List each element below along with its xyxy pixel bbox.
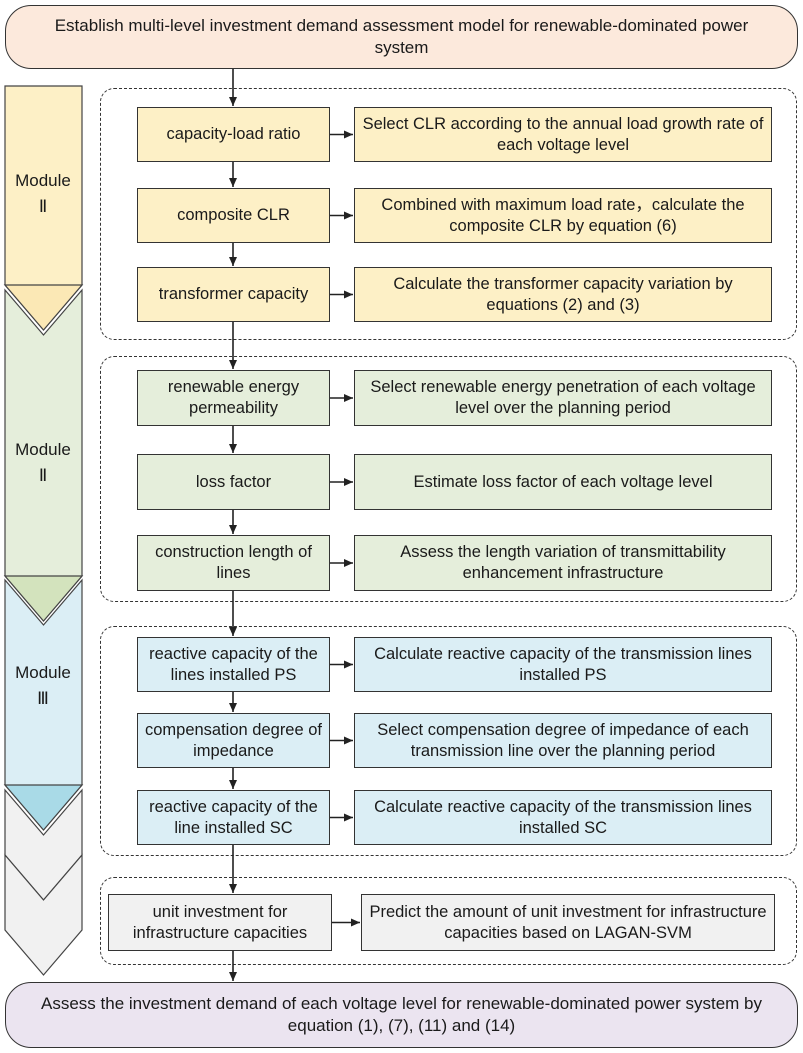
module-2-band <box>3 575 84 622</box>
step-reactive-capacity-ps: reactive capacity of the lines installed… <box>137 637 330 692</box>
module-1-label: Module Ⅱ <box>3 168 83 220</box>
step-label: reactive capacity of the line installed … <box>149 797 318 837</box>
action-length-variation: Assess the length variation of transmitt… <box>354 535 772 591</box>
step-renewable-energy-permeability: renewable energy permeability <box>137 370 330 426</box>
action-label: Combined with maximum load rate，calculat… <box>381 195 745 235</box>
action-transformer-capacity: Calculate the transformer capacity varia… <box>354 267 772 322</box>
action-predict-unit-investment: Predict the amount of unit investment fo… <box>361 894 775 951</box>
step-label: renewable energy permeability <box>167 378 300 417</box>
action-label: Calculate the transformer capacity varia… <box>393 274 733 314</box>
step-capacity-load-ratio: capacity-load ratio <box>137 107 330 162</box>
title-node: Establish multi-level investment demand … <box>5 5 798 69</box>
module-1-band <box>3 284 84 331</box>
action-renewable-penetration: Select renewable energy penetration of e… <box>354 370 772 426</box>
step-reactive-capacity-sc: reactive capacity of the line installed … <box>137 790 330 845</box>
action-label: Select renewable energy penetration of e… <box>370 378 756 417</box>
action-reactive-capacity-ps: Calculate reactive capacity of the trans… <box>354 637 772 692</box>
module-1-group <box>100 88 797 340</box>
module-4-group <box>100 877 797 965</box>
step-label: loss factor <box>195 472 272 491</box>
action-loss-factor: Estimate loss factor of each voltage lev… <box>354 454 772 510</box>
module-2-label-numeral: Ⅱ <box>38 466 48 485</box>
step-loss-factor: loss factor <box>137 454 330 510</box>
module-2-label-word: Module <box>15 440 71 459</box>
module-1-label-numeral: Ⅱ <box>38 197 48 216</box>
module-3-group <box>100 626 797 856</box>
module-2-label: Module Ⅱ <box>3 437 83 489</box>
module-4-tail-chevron <box>4 853 83 976</box>
conclusion-text: Assess the investment demand of each vol… <box>41 994 762 1035</box>
action-label: Predict the amount of unit investment fo… <box>369 902 767 942</box>
step-label: capacity-load ratio <box>166 125 301 143</box>
step-unit-investment: unit investment for infrastructure capac… <box>108 894 332 951</box>
module-2-group <box>100 356 797 602</box>
action-composite-clr: Combined with maximum load rate，calculat… <box>354 188 772 243</box>
step-label: construction length of lines <box>155 543 312 582</box>
action-label: Select CLR according to the annual load … <box>362 114 764 154</box>
step-composite-clr: composite CLR <box>137 188 330 243</box>
step-label: composite CLR <box>177 206 290 224</box>
module-1-label-word: Module <box>15 171 71 190</box>
action-label: Calculate reactive capacity of the trans… <box>374 644 752 684</box>
action-label: Assess the length variation of transmitt… <box>400 543 726 582</box>
step-label: unit investment for infrastructure capac… <box>132 902 308 942</box>
action-label: Estimate loss factor of each voltage lev… <box>413 472 713 491</box>
step-label: compensation degree of impedance <box>144 720 323 760</box>
action-label: Select compensation degree of impedance … <box>377 720 749 760</box>
step-construction-length: construction length of lines <box>137 535 330 591</box>
step-transformer-capacity: transformer capacity <box>137 267 330 322</box>
title-text: Establish multi-level investment demand … <box>54 16 749 57</box>
action-label: Calculate reactive capacity of the trans… <box>374 797 752 837</box>
action-select-clr: Select CLR according to the annual load … <box>354 107 772 162</box>
module-3-label-word: Module <box>15 663 71 682</box>
module-3-band <box>3 784 84 831</box>
module-3-label: Module Ⅲ <box>3 660 83 712</box>
step-compensation-degree: compensation degree of impedance <box>137 713 330 768</box>
step-label: transformer capacity <box>158 285 309 303</box>
step-label: reactive capacity of the lines installed… <box>149 644 318 684</box>
module-3-label-numeral: Ⅲ <box>37 689 49 708</box>
action-compensation-degree: Select compensation degree of impedance … <box>354 713 772 768</box>
conclusion-node: Assess the investment demand of each vol… <box>5 982 798 1048</box>
action-reactive-capacity-sc: Calculate reactive capacity of the trans… <box>354 790 772 845</box>
